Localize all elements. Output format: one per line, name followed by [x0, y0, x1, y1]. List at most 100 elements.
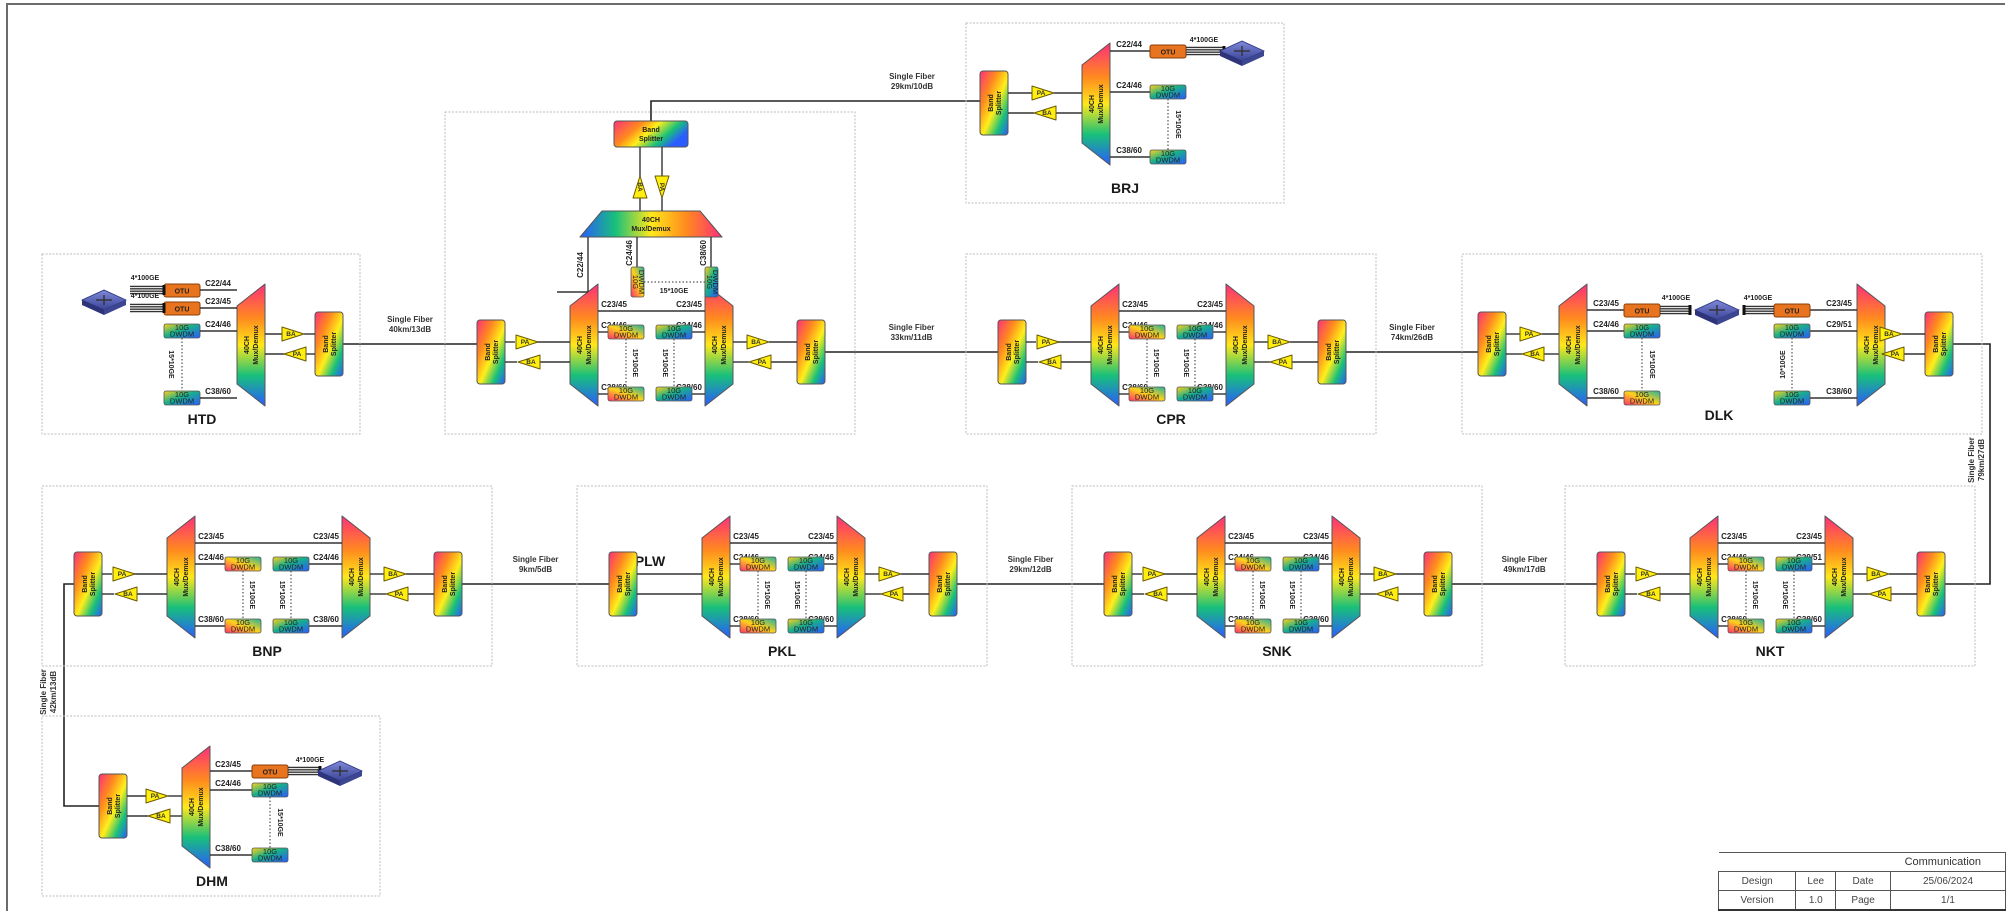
booster-amplifier[interactable]: BA: [1637, 586, 1661, 602]
booster-amplifier[interactable]: BA: [1038, 354, 1062, 370]
router-icon[interactable]: [81, 289, 127, 315]
pre-amplifier[interactable]: PA: [880, 586, 904, 602]
pre-amplifier[interactable]: PA: [1375, 586, 1399, 602]
router-icon[interactable]: [317, 760, 363, 786]
booster-amplifier[interactable]: BA: [1866, 566, 1890, 582]
otu-card[interactable]: OTU: [251, 764, 289, 779]
booster-amplifier[interactable]: BA: [1373, 566, 1397, 582]
pre-amplifier[interactable]: PA: [1269, 354, 1293, 370]
pre-amplifier[interactable]: PA: [1142, 566, 1166, 582]
pre-amplifier[interactable]: PA: [654, 175, 670, 199]
pre-amplifier[interactable]: PA: [112, 566, 136, 582]
pre-amplifier[interactable]: PA: [283, 346, 307, 362]
pre-amplifier[interactable]: PA: [1036, 334, 1060, 350]
booster-amplifier[interactable]: BA: [632, 175, 648, 199]
pre-amplifier[interactable]: PA: [1881, 346, 1905, 362]
booster-amplifier[interactable]: BA: [1144, 586, 1168, 602]
pre-amplifier[interactable]: PA: [1519, 326, 1543, 342]
otu-card[interactable]: OTU: [1773, 303, 1811, 318]
booster-amplifier[interactable]: BA: [114, 586, 138, 602]
booster-amplifier[interactable]: BA: [746, 334, 770, 350]
router-icon[interactable]: [1694, 299, 1740, 325]
router-icon[interactable]: [1219, 40, 1265, 66]
pre-amplifier[interactable]: PA: [748, 354, 772, 370]
booster-amplifier[interactable]: BA: [1033, 105, 1057, 121]
pre-amplifier[interactable]: PA: [145, 788, 169, 804]
booster-amplifier[interactable]: BA: [281, 326, 305, 342]
pre-amplifier[interactable]: PA: [515, 334, 539, 350]
booster-amplifier[interactable]: BA: [147, 808, 171, 824]
booster-amplifier[interactable]: BA: [878, 566, 902, 582]
booster-amplifier[interactable]: BA: [1267, 334, 1291, 350]
otu-card[interactable]: OTU: [163, 283, 201, 298]
otu-card[interactable]: OTU: [163, 301, 201, 316]
otu-card[interactable]: OTU: [1149, 44, 1187, 59]
booster-amplifier[interactable]: BA: [1879, 326, 1903, 342]
pre-amplifier[interactable]: PA: [1635, 566, 1659, 582]
otu-card[interactable]: OTU: [1623, 303, 1661, 318]
pre-amplifier[interactable]: PA: [1031, 85, 1055, 101]
pre-amplifier[interactable]: PA: [385, 586, 409, 602]
